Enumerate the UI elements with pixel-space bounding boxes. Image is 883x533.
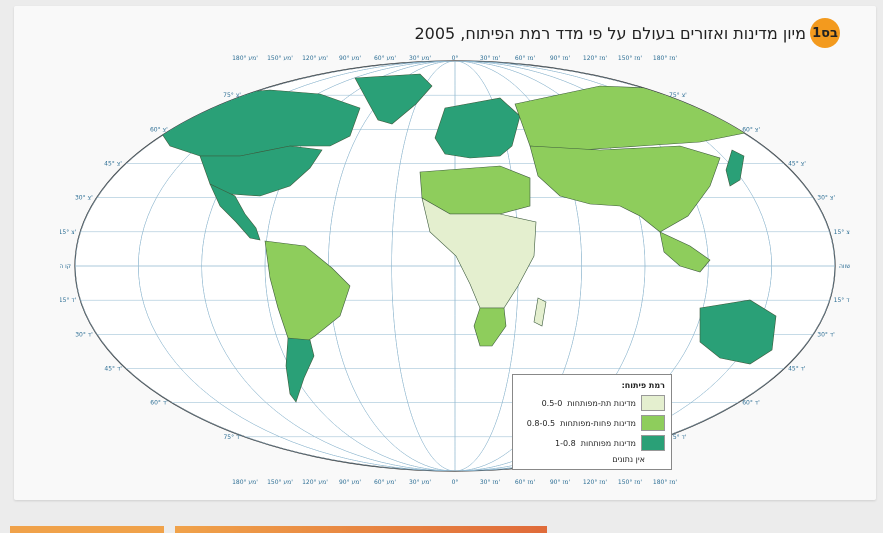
japan — [725, 149, 745, 187]
right-latitude-label: 45° צ' — [788, 161, 806, 168]
new-zealand — [803, 361, 819, 387]
top-longitude-label: 120° מע' — [302, 55, 328, 62]
left-latitude-label: 45° צ' — [104, 161, 122, 168]
right-latitude-label: 30° צ' — [817, 195, 835, 202]
world-map: 180° מע' 150° מע' 120° מע' 90° מע' 60° מע' 30… — [60, 55, 850, 486]
right-latitude-label: 15° ד' — [834, 297, 850, 304]
sub-saharan-africa — [421, 197, 537, 309]
mexico — [209, 183, 261, 241]
australia — [699, 299, 777, 365]
right-latitude-label: 75° צ' — [669, 92, 687, 99]
legend-label: מדינות מפותחות — [580, 438, 636, 448]
right-latitude-label: 15° צ' — [834, 229, 850, 236]
bottom-longitude-label: 180° מז' — [653, 479, 678, 486]
bottom-longitude-label: 60° מע' — [374, 479, 396, 486]
title-row: בס1 מיון מדינות ואזורים בעולם על פי מדד … — [414, 18, 840, 48]
legend-row-underdeveloped: מדינות תת-מפותחות 0.5-0 — [542, 395, 665, 411]
bottom-progress-bar — [175, 526, 547, 533]
top-longitude-label: 0° — [452, 55, 459, 62]
top-longitude-label: 60° מע' — [374, 55, 396, 62]
argentina-chile — [285, 337, 315, 403]
legend-swatch — [641, 415, 665, 431]
bottom-longitude-label: 120° מז' — [583, 479, 608, 486]
left-latitude-label: 60° צ' — [150, 126, 168, 133]
left-latitude-label: 30° ד' — [75, 331, 93, 338]
legend-row-less-developed: מדינות פחות-מפותחות 0.8-0.5 — [527, 415, 665, 431]
continents — [149, 73, 819, 403]
legend-no-data: אין נתונים — [612, 455, 645, 464]
top-longitude-label: 150° מז' — [618, 55, 643, 62]
right-latitude-label: קו המשווה — [839, 263, 850, 270]
top-longitude-label: 180° מע' — [232, 55, 258, 62]
top-longitude-label: 150° מע' — [267, 55, 293, 62]
southeast-asia — [659, 231, 711, 273]
right-latitude-label: 45° ד' — [788, 366, 806, 373]
madagascar — [533, 297, 547, 327]
legend-title: רמת פיתוח: — [621, 381, 665, 390]
bottom-longitude-label: 150° מז' — [618, 479, 643, 486]
left-latitude-label: 75° צ' — [223, 92, 241, 99]
left-latitude-label: 30° צ' — [75, 195, 93, 202]
legend-label: מדינות פחות-מפותחות — [560, 418, 636, 428]
left-latitude-label: 15° צ' — [60, 229, 77, 236]
legend-swatch — [641, 435, 665, 451]
top-longitude-label: 180° מז' — [653, 55, 678, 62]
map-title: מיון מדינות ואזורים בעולם על פי מדד רמת … — [414, 23, 807, 43]
bottom-longitude-label: 60° מז' — [515, 479, 536, 486]
right-latitude-label: 60° ד' — [742, 400, 760, 407]
legend-label: מדינות תת-מפותחות — [567, 398, 636, 408]
greenland — [354, 73, 433, 125]
top-longitude-label: 90° מע' — [339, 55, 361, 62]
right-latitude-label: 30° ד' — [817, 331, 835, 338]
top-longitude-label: 30° מע' — [409, 55, 431, 62]
legend-row-developed: מדינות מפותחות 1-0.8 — [555, 435, 665, 451]
bottom-longitude-label: 30° מז' — [480, 479, 501, 486]
left-latitude-label: 60° ד' — [150, 400, 168, 407]
bottom-longitude-label: 90° מע' — [339, 479, 361, 486]
figure-badge: בס1 — [810, 18, 840, 48]
top-longitude-label: 90° מז' — [550, 55, 571, 62]
left-latitude-label: 75° ד' — [223, 434, 241, 441]
europe — [434, 97, 521, 159]
edge-labels: 180° מע' 150° מע' 120° מע' 90° מע' 60° מע' 30… — [60, 55, 850, 486]
legend-range: 1-0.8 — [554, 438, 576, 448]
right-latitude-label: 60° צ' — [742, 126, 760, 133]
map-legend: רמת פיתוח: מדינות תת-מפותחות 0.5-0 מדינו… — [512, 374, 672, 470]
legend-range: 0.8-0.5 — [526, 418, 556, 428]
south-america — [264, 240, 351, 347]
top-longitude-label: 120° מז' — [583, 55, 608, 62]
bottom-longitude-label: 30° מע' — [409, 479, 431, 486]
top-longitude-label: 30° מז' — [480, 55, 501, 62]
bottom-longitude-label: 0° — [452, 479, 459, 486]
bottom-longitude-label: 150° מע' — [267, 479, 293, 486]
left-latitude-label: 15° ד' — [60, 297, 77, 304]
southern-africa — [473, 307, 507, 347]
bottom-longitude-label: 90° מז' — [550, 479, 571, 486]
legend-swatch — [641, 395, 665, 411]
left-latitude-label: קו המשווה — [60, 263, 71, 270]
top-longitude-label: 60° מז' — [515, 55, 536, 62]
legend-range: 0.5-0 — [541, 398, 563, 408]
bottom-longitude-label: 120° מע' — [302, 479, 328, 486]
bottom-longitude-label: 180° מע' — [232, 479, 258, 486]
left-latitude-label: 45° ד' — [104, 366, 122, 373]
right-latitude-label: 75° ד' — [669, 434, 687, 441]
bottom-tab-bar — [10, 526, 164, 533]
